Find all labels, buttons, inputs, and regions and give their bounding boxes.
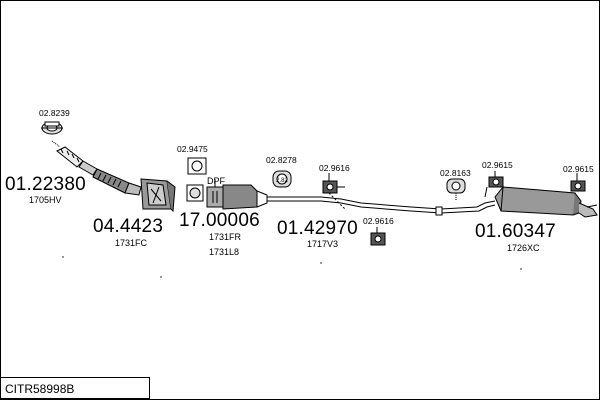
flex-pipe-icon[interactable]: [56, 146, 142, 196]
cat-ref: 1731FC: [115, 238, 148, 248]
rubber-mount-02-9615-left-icon[interactable]: [484, 171, 504, 198]
diagram-code-box: CITR58998B: [1, 377, 150, 399]
catalytic-converter-icon[interactable]: [140, 178, 176, 213]
cat-code[interactable]: 04.4423: [93, 216, 164, 237]
rear-silencer-icon[interactable]: [494, 186, 598, 218]
clamp-02-8163-icon[interactable]: [446, 178, 466, 201]
svg-text:2.82: 2.82: [276, 178, 288, 184]
clamp-02-8239-icon[interactable]: [41, 121, 63, 148]
clamp-02-8278-icon[interactable]: 2.82: [272, 170, 292, 188]
flex-pipe-code[interactable]: 01.22380: [5, 174, 86, 195]
silencer-code[interactable]: 01.60347: [475, 221, 556, 242]
gasket-1-label[interactable]: 02.9475: [177, 144, 208, 154]
silencer-ref: 1726XC: [507, 243, 540, 253]
rubber-mount-02-9616-top-icon[interactable]: [322, 173, 346, 210]
rubber-mount-02-9616-bottom-icon[interactable]: [370, 227, 386, 246]
mid-pipe-icon[interactable]: [267, 196, 496, 216]
flex-pipe-ref: 1705HV: [29, 195, 62, 205]
dpf-code[interactable]: 17.00006: [179, 210, 260, 231]
dpf-filter-icon[interactable]: [206, 179, 268, 210]
clamp-1-label[interactable]: 02.8239: [39, 108, 70, 118]
rubber-3-label[interactable]: 02.9615: [482, 160, 513, 170]
dpf-ref-1: 1731FR: [209, 232, 242, 242]
gasket-02-9475-icon[interactable]: [186, 157, 207, 202]
clamp-3-label[interactable]: 02.8163: [440, 168, 471, 178]
mid-pipe-code[interactable]: 01.42970: [277, 218, 358, 239]
clamp-2-label[interactable]: 02.8278: [266, 155, 297, 165]
rubber-2-label[interactable]: 02.9616: [363, 216, 394, 226]
mid-pipe-ref: 1717V3: [307, 239, 339, 249]
rubber-mount-02-9615-right-icon[interactable]: [570, 173, 586, 192]
diagram-code: CITR58998B: [5, 382, 75, 396]
dpf-tag: DPF: [207, 176, 225, 186]
rubber-4-label[interactable]: 02.9615: [563, 164, 594, 174]
dpf-ref-2: 1731L8: [209, 247, 240, 257]
rubber-1-label[interactable]: 02.9616: [319, 163, 350, 173]
